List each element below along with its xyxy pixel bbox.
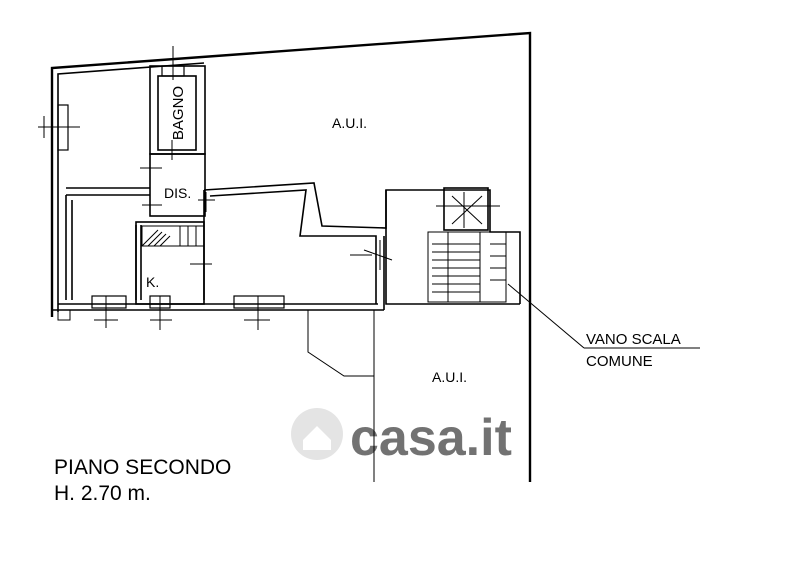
middle-room xyxy=(203,182,440,310)
stair-flight-box xyxy=(427,231,507,303)
kitchen-label: K. xyxy=(146,274,159,290)
hallway-wall xyxy=(149,153,206,217)
middle-room-top-wall xyxy=(203,182,440,229)
bathroom-label: BAGNO xyxy=(170,86,187,140)
window-bottom-1 xyxy=(91,295,127,309)
bottom-windows xyxy=(91,295,285,330)
corner-column xyxy=(57,309,71,321)
watermark-house-icon xyxy=(291,408,343,460)
bathroom: BAGNO xyxy=(149,46,206,160)
elevator-shaft xyxy=(443,187,489,231)
aui-label-bottom: A.U.I. xyxy=(432,369,467,385)
left-rooms xyxy=(38,104,150,300)
middle-room-top-wall-inner xyxy=(209,189,377,304)
stair-leader-line xyxy=(507,283,585,349)
lower-block xyxy=(307,310,375,482)
internal-stair-steps xyxy=(141,226,205,247)
hallway: DIS. xyxy=(140,153,215,217)
landing-wall xyxy=(385,190,520,305)
common-stair xyxy=(363,187,700,349)
stair-flight-steps xyxy=(432,232,506,302)
floor-caption: PIANO SECONDO xyxy=(54,456,231,479)
height-caption: H. 2.70 m. xyxy=(54,482,151,505)
apartment-outer-wall xyxy=(50,31,532,482)
lower-block-outline xyxy=(307,310,374,377)
hallway-label: DIS. xyxy=(164,185,191,201)
watermark: casa.it xyxy=(291,408,512,467)
kitchen-area: K. xyxy=(135,221,212,305)
window-bottom-3 xyxy=(233,295,285,309)
vano-scala-label: VANO SCALA xyxy=(586,331,681,348)
landing-door-tick xyxy=(363,249,393,261)
elevator-cross-2 xyxy=(451,195,483,225)
kitchen-wall xyxy=(135,221,205,305)
watermark-text: casa.it xyxy=(350,409,512,467)
aui-label-top: A.U.I. xyxy=(332,115,367,131)
comune-label: COMUNE xyxy=(586,353,653,370)
